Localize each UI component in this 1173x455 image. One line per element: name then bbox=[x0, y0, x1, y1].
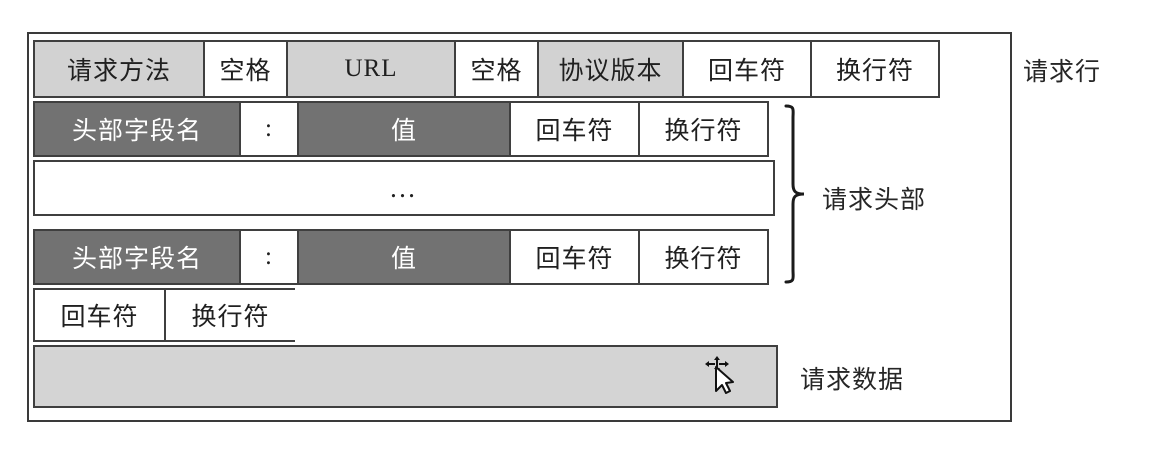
row-header-field-first: 头部字段名 : 值 回车符 换行符 bbox=[33, 101, 769, 157]
label-request-headers: 请求头部 bbox=[822, 187, 927, 214]
cell-header-name-2: 头部字段名 bbox=[33, 229, 241, 285]
cell-lf-header-2: 换行符 bbox=[638, 229, 769, 285]
cell-lf-blank-line: 换行符 bbox=[164, 288, 297, 342]
cell-cr-header-2: 回车符 bbox=[509, 229, 640, 285]
row-blank-line: 回车符 换行符 bbox=[33, 288, 773, 342]
cell-space-2: 空格 bbox=[454, 40, 539, 98]
cell-request-method: 请求方法 bbox=[33, 40, 205, 98]
cell-colon-1: : bbox=[239, 101, 299, 157]
cell-cr-blank-line: 回车符 bbox=[33, 288, 166, 342]
cell-lf-request-line: 换行符 bbox=[810, 40, 940, 98]
cell-colon-2: : bbox=[239, 229, 299, 285]
row-header-field-last: 头部字段名 : 值 回车符 换行符 bbox=[33, 229, 769, 285]
request-headers-brace bbox=[782, 104, 808, 284]
label-request-body: 请求数据 bbox=[800, 367, 905, 394]
cell-header-ellipsis: … bbox=[33, 160, 775, 216]
cell-cr-request-line: 回车符 bbox=[682, 40, 812, 98]
cell-protocol-version: 协议版本 bbox=[537, 40, 684, 98]
cell-lf-header-1: 换行符 bbox=[638, 101, 769, 157]
cell-url: URL bbox=[286, 40, 456, 98]
cell-header-value-2: 值 bbox=[297, 229, 511, 285]
cell-space-1: 空格 bbox=[203, 40, 288, 98]
cell-header-name-1: 头部字段名 bbox=[33, 101, 241, 157]
cell-request-body bbox=[33, 345, 778, 408]
label-request-line: 请求行 bbox=[1023, 59, 1102, 86]
row-request-line: 请求方法 空格 URL 空格 协议版本 回车符 换行符 bbox=[33, 40, 940, 98]
row-header-ellipsis: … bbox=[33, 160, 775, 216]
cell-header-value-1: 值 bbox=[297, 101, 511, 157]
cell-cr-header-1: 回车符 bbox=[509, 101, 640, 157]
cell-blank-filler bbox=[295, 288, 773, 342]
